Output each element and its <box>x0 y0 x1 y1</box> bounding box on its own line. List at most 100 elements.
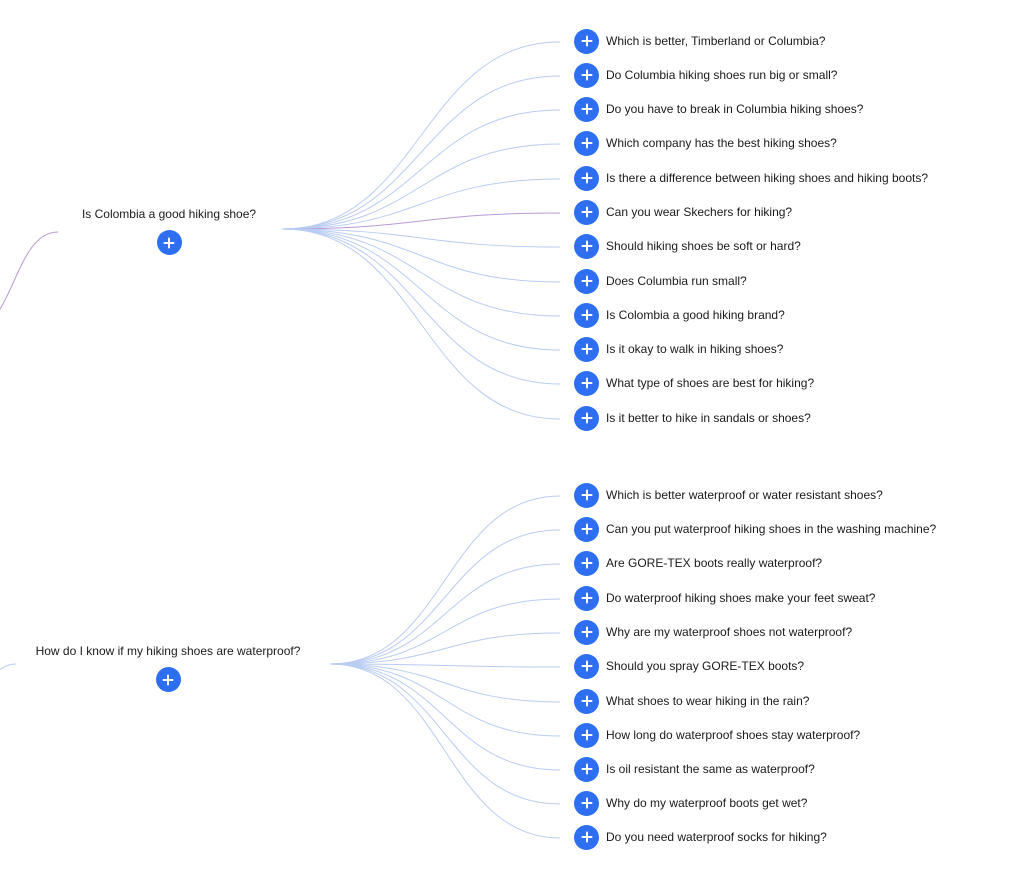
expand-plus-icon[interactable] <box>574 96 599 122</box>
expand-plus-icon[interactable] <box>574 516 599 542</box>
child-question-label: Which company has the best hiking shoes? <box>606 136 837 150</box>
connector-line <box>281 228 561 317</box>
connector-line <box>281 212 561 230</box>
expand-plus-icon[interactable] <box>574 688 599 714</box>
connector-line <box>281 41 561 230</box>
expand-plus-icon[interactable] <box>574 370 599 396</box>
child-question-node: What type of shoes are best for hiking? <box>574 370 814 396</box>
child-question-node: Can you wear Skechers for hiking? <box>574 199 792 225</box>
child-question-label: Can you wear Skechers for hiking? <box>606 205 793 219</box>
root-connector-line <box>0 663 17 671</box>
child-question-node: Is Colombia a good hiking brand? <box>574 302 785 328</box>
expand-plus-icon[interactable] <box>574 28 599 54</box>
connector-line <box>281 228 561 248</box>
expand-plus-icon[interactable] <box>156 230 182 255</box>
child-question-node: How long do waterproof shoes stay waterp… <box>574 722 860 748</box>
child-question-label: Does Columbia run small? <box>606 274 747 288</box>
child-question-label: Do Columbia hiking shoes run big or smal… <box>606 68 838 82</box>
connector-line <box>329 663 561 805</box>
connector-line <box>281 143 561 230</box>
child-question-label: What shoes to wear hiking in the rain? <box>606 694 810 708</box>
child-question-label: Should you spray GORE-TEX boots? <box>606 659 805 673</box>
connector-line <box>329 663 561 771</box>
connector-line <box>329 495 561 665</box>
expand-plus-icon[interactable] <box>574 824 599 850</box>
connector-line <box>281 228 561 351</box>
child-question-node: Which is better, Timberland or Columbia? <box>574 28 825 54</box>
child-question-label: Can you put waterproof hiking shoes in t… <box>606 522 937 536</box>
child-question-label: What type of shoes are best for hiking? <box>606 376 815 390</box>
child-question-label: Which is better, Timberland or Columbia? <box>606 34 826 48</box>
parent-question-label: Is Colombia a good hiking shoe? <box>81 207 257 221</box>
expand-plus-icon[interactable] <box>574 722 599 748</box>
child-question-label: Why are my waterproof shoes not waterpro… <box>606 625 853 639</box>
parent-question-label: How do I know if my hiking shoes are wat… <box>35 644 301 658</box>
connector-line <box>281 178 561 230</box>
child-question-label: Is oil resistant the same as waterproof? <box>606 762 815 776</box>
child-question-node: Is it okay to walk in hiking shoes? <box>574 336 783 362</box>
expand-plus-icon[interactable] <box>155 667 181 692</box>
connector-line <box>281 228 561 420</box>
child-question-label: Do you have to break in Columbia hiking … <box>606 102 864 116</box>
expand-plus-icon[interactable] <box>574 756 599 782</box>
connector-line <box>281 228 561 385</box>
child-question-node: Why are my waterproof shoes not waterpro… <box>574 619 852 645</box>
child-question-label: Do waterproof hiking shoes make your fee… <box>606 591 876 605</box>
parent-node-waterproof: How do I know if my hiking shoes are wat… <box>18 644 318 695</box>
child-question-node: Can you put waterproof hiking shoes in t… <box>574 516 936 542</box>
parent-node-colombia: Is Colombia a good hiking shoe? <box>60 207 278 258</box>
expand-plus-icon[interactable] <box>574 130 599 156</box>
child-question-label: Is it better to hike in sandals or shoes… <box>606 411 811 425</box>
child-question-label: Do you need waterproof socks for hiking? <box>606 830 827 844</box>
connector-line <box>281 109 561 230</box>
connector-line <box>329 663 561 737</box>
connector-line <box>329 598 561 665</box>
child-question-node: Why do my waterproof boots get wet? <box>574 790 807 816</box>
expand-plus-icon[interactable] <box>574 482 599 508</box>
child-question-node: Which company has the best hiking shoes? <box>574 130 837 156</box>
expand-plus-icon[interactable] <box>574 790 599 816</box>
connector-line <box>329 663 561 703</box>
expand-plus-icon[interactable] <box>574 268 599 294</box>
child-question-node: What shoes to wear hiking in the rain? <box>574 688 809 714</box>
child-question-label: Which is better waterproof or water resi… <box>606 488 883 502</box>
connector-line <box>329 563 561 665</box>
child-question-node: Should hiking shoes be soft or hard? <box>574 233 801 259</box>
child-question-label: Are GORE-TEX boots really waterproof? <box>606 556 823 570</box>
expand-plus-icon[interactable] <box>574 302 599 328</box>
expand-plus-icon[interactable] <box>574 619 599 645</box>
child-question-label: Is Colombia a good hiking brand? <box>606 308 785 322</box>
child-question-node: Do you have to break in Columbia hiking … <box>574 96 863 122</box>
child-question-node: Do Columbia hiking shoes run big or smal… <box>574 62 837 88</box>
connector-line <box>329 529 561 665</box>
expand-plus-icon[interactable] <box>574 199 599 225</box>
child-question-node: Are GORE-TEX boots really waterproof? <box>574 550 822 576</box>
expand-plus-icon[interactable] <box>574 62 599 88</box>
child-question-label: Is it okay to walk in hiking shoes? <box>606 342 784 356</box>
expand-plus-icon[interactable] <box>574 336 599 362</box>
connector-line <box>329 632 561 665</box>
child-question-node: Should you spray GORE-TEX boots? <box>574 653 804 679</box>
child-question-node: Which is better waterproof or water resi… <box>574 482 883 508</box>
child-question-label: How long do waterproof shoes stay waterp… <box>606 728 861 742</box>
expand-plus-icon[interactable] <box>574 653 599 679</box>
connector-line <box>281 228 561 283</box>
expand-plus-icon[interactable] <box>574 585 599 611</box>
child-question-node: Do waterproof hiking shoes make your fee… <box>574 585 875 611</box>
expand-plus-icon[interactable] <box>574 405 599 431</box>
connector-line <box>329 663 561 839</box>
expand-plus-icon[interactable] <box>574 550 599 576</box>
root-connector-line <box>0 231 59 310</box>
child-question-label: Should hiking shoes be soft or hard? <box>606 239 801 253</box>
child-question-node: Is there a difference between hiking sho… <box>574 165 928 191</box>
child-question-node: Is it better to hike in sandals or shoes… <box>574 405 811 431</box>
child-question-label: Is there a difference between hiking sho… <box>606 171 928 185</box>
child-question-node: Do you need waterproof socks for hiking? <box>574 824 827 850</box>
child-question-node: Does Columbia run small? <box>574 268 747 294</box>
child-question-label: Why do my waterproof boots get wet? <box>606 796 808 810</box>
connector-line <box>329 663 561 668</box>
expand-plus-icon[interactable] <box>574 233 599 259</box>
connector-line <box>281 75 561 230</box>
expand-plus-icon[interactable] <box>574 165 599 191</box>
